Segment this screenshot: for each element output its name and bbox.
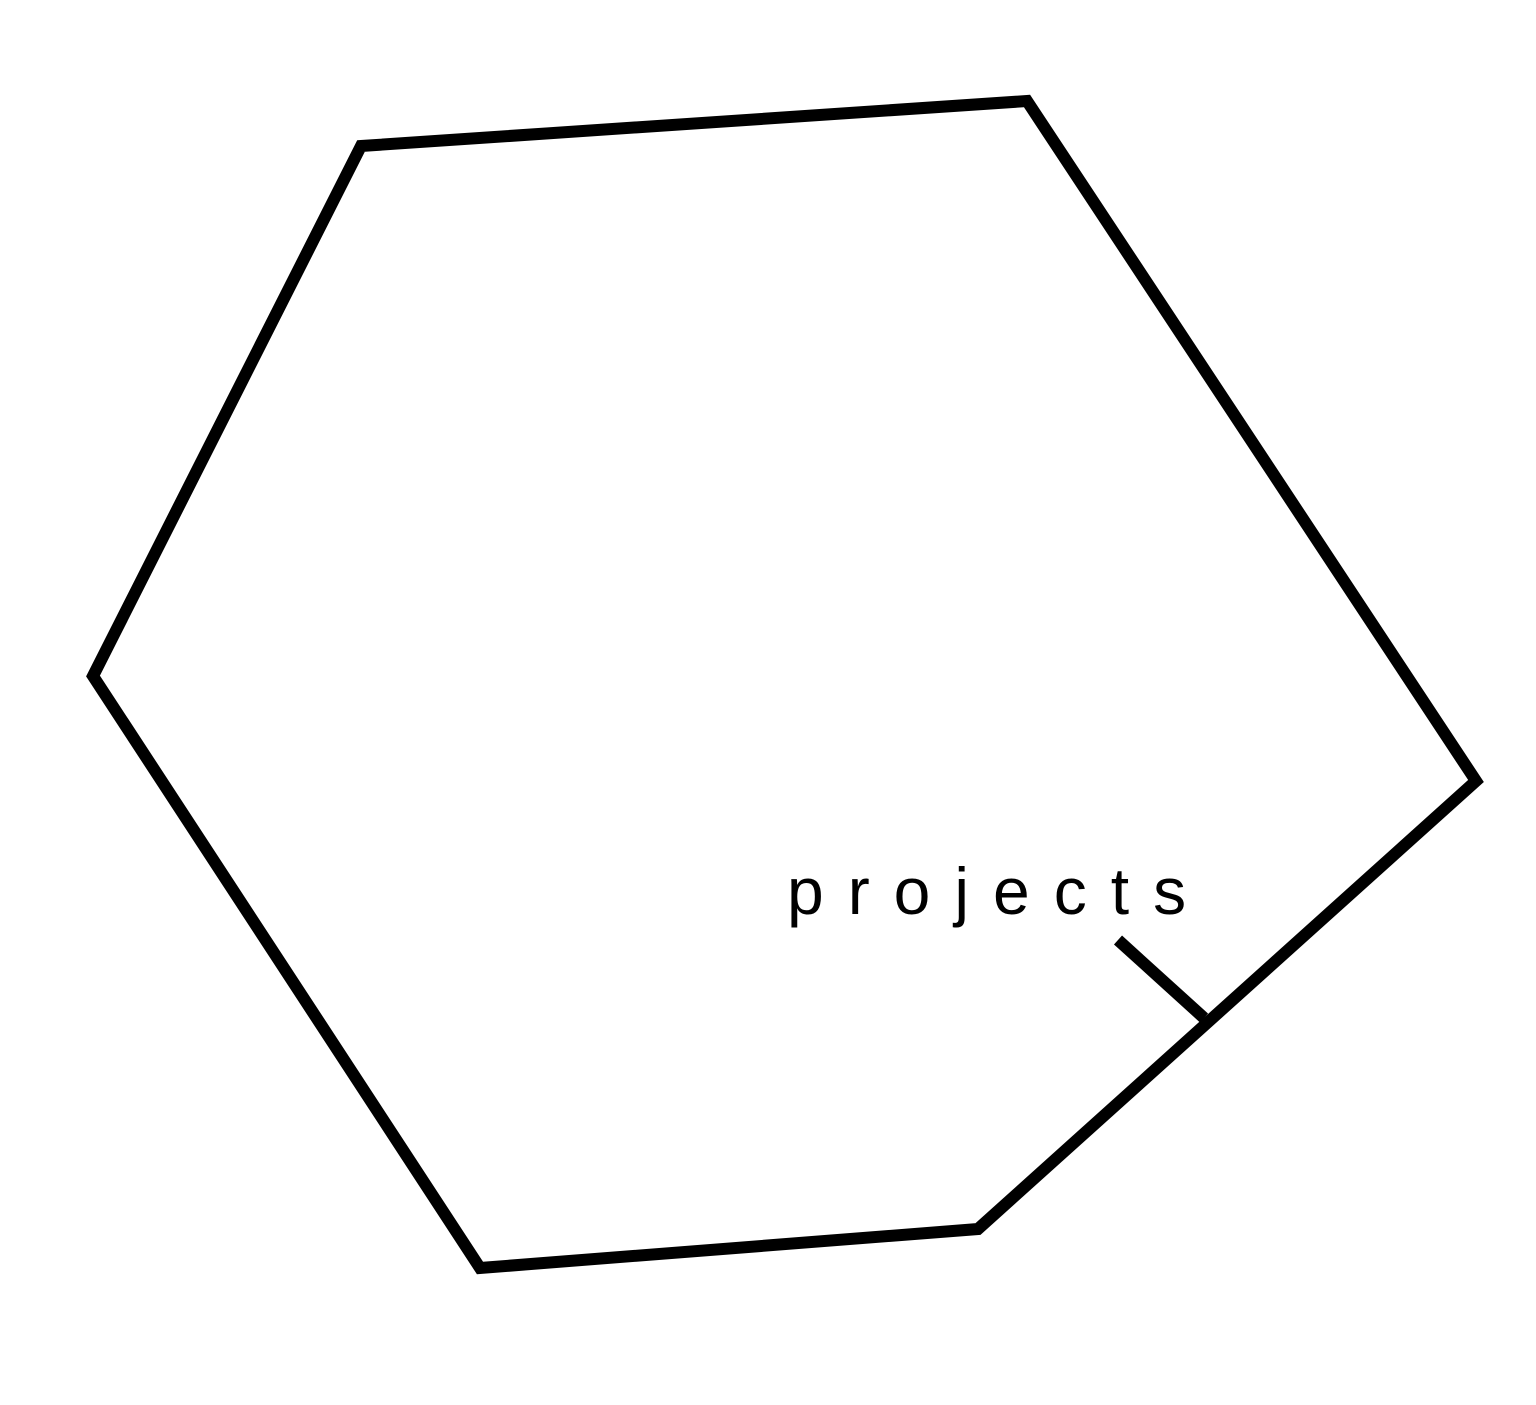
hexagon-outline xyxy=(86,94,1484,1275)
label-pointer-line xyxy=(1113,935,1209,1023)
projects-label: projects xyxy=(787,854,1210,928)
